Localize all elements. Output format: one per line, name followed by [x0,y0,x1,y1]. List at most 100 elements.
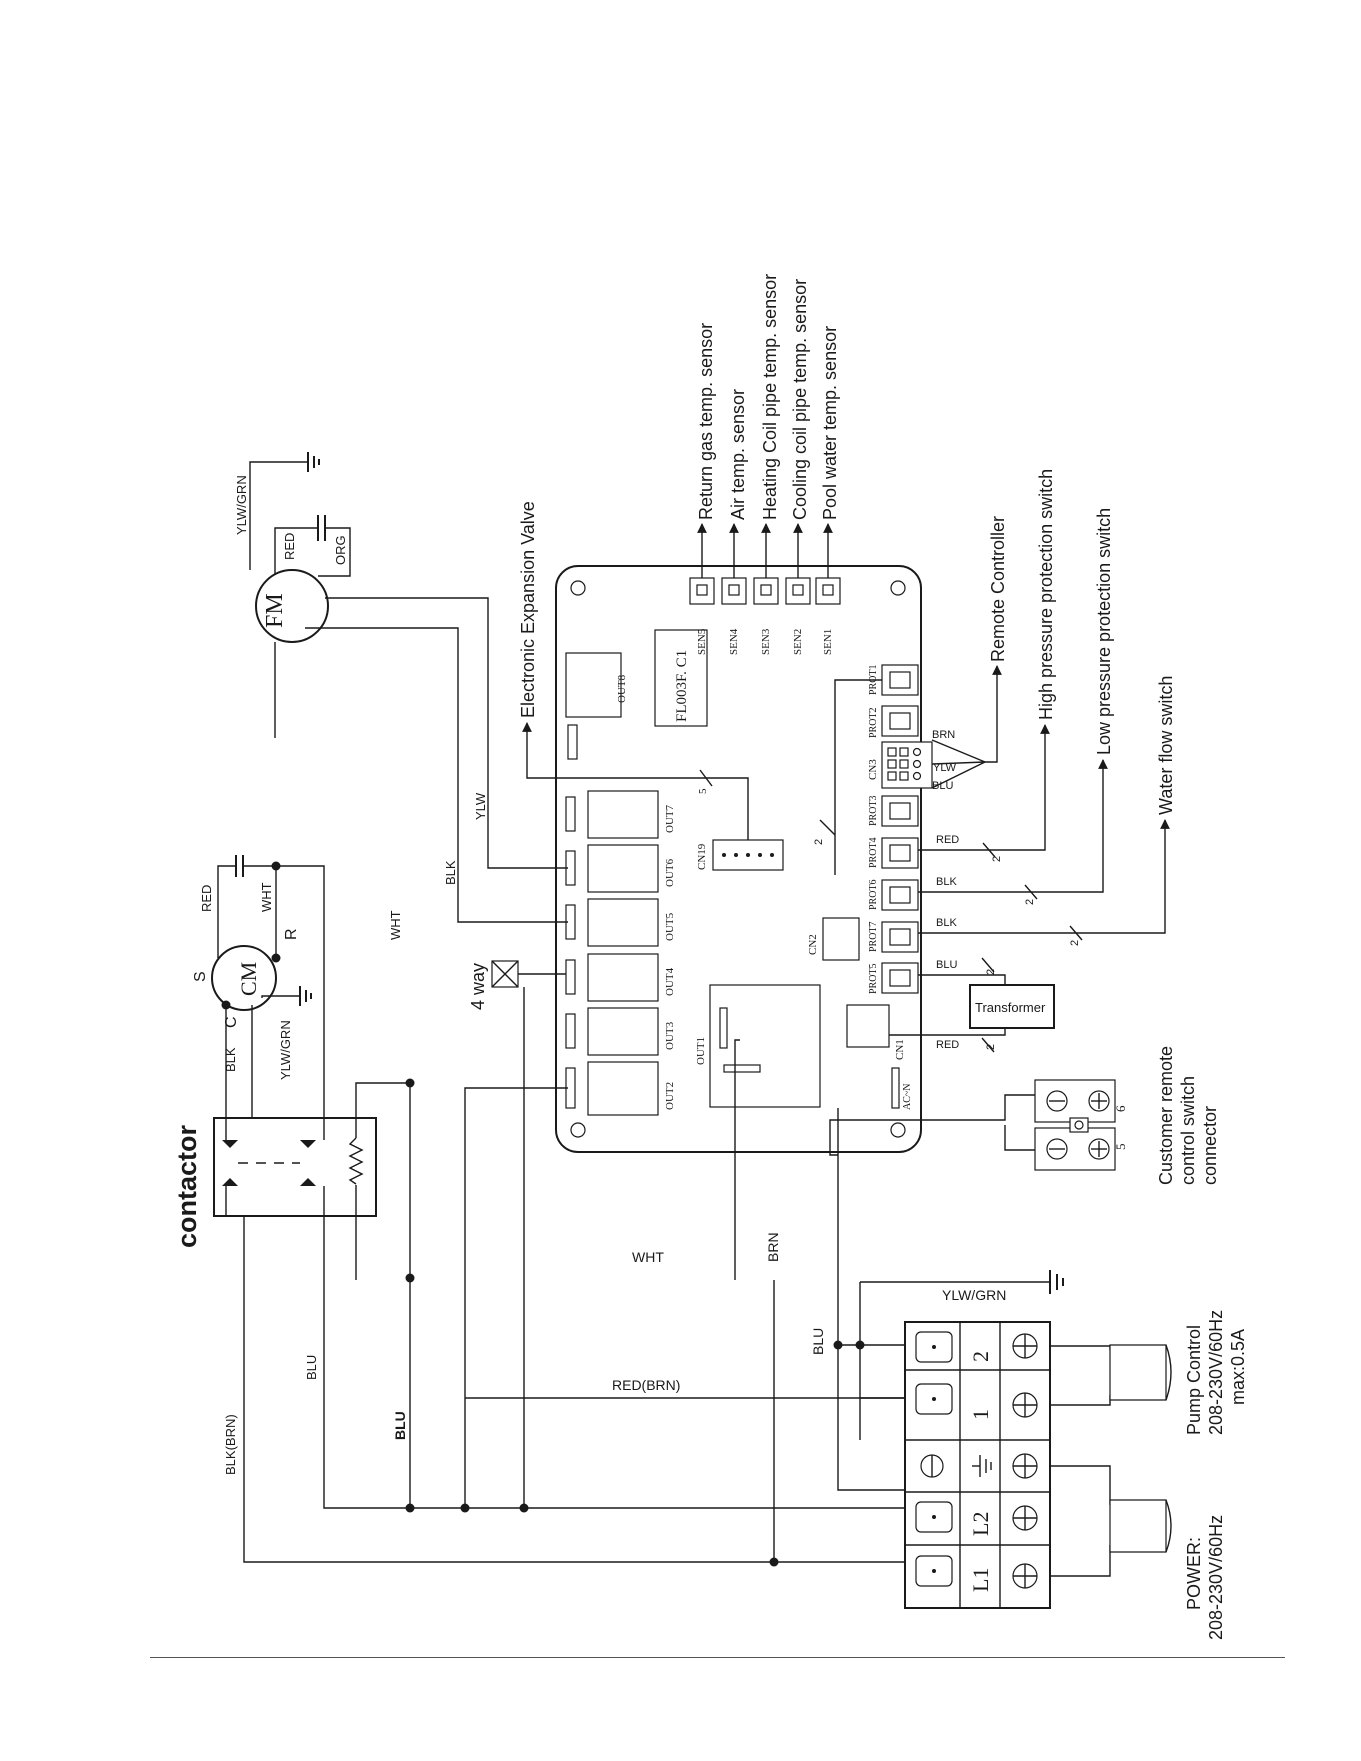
heating-coil-sensor-label: Heating Coil pipe temp. sensor [760,274,780,520]
fan-motor-label: FM [262,593,288,628]
sensor-ports: SEN5 SEN4 SEN3 SEN2 SEN1 [689,577,841,655]
terminal-r-label: R [283,928,300,940]
pump-control-line-2: 208-230V/60Hz [1206,1310,1226,1435]
brn-wire-label: BRN [932,729,955,741]
cm-wht-label: WHT [259,882,274,912]
customer-remote-line-3: connector [1200,1106,1220,1185]
sen2-label: SEN2 [792,629,804,655]
lp-wire-count: 2 [1024,899,1036,905]
blk-lp-wire-label: BLK [936,876,957,888]
fm-red-label: RED [282,533,297,560]
sen4-label: SEN4 [728,628,740,655]
out8-label: OUT8 [616,674,628,703]
contactor-title: contactor [172,1124,202,1248]
wf-wire-count: 2 [1069,940,1081,946]
eev-label: Electronic Expansion Valve [518,501,538,718]
sen1-label: SEN1 [822,629,834,655]
eev-wiring: Electronic Expansion Valve [518,501,749,840]
high-pressure-label: High pressure protection switch [1036,469,1056,720]
prot5-label: PROT5 [868,963,879,994]
out4-label: OUT4 [664,967,676,996]
cm-red-label: RED [199,885,214,912]
terminal-c-label: C [223,1016,240,1028]
power-line-1: POWER: [1184,1537,1204,1610]
red-transformer-wire-label: RED [936,1039,959,1051]
blu-wire-label-2: BLU [392,1411,408,1440]
transformer-label: Transformer [975,1000,1046,1015]
out5-label: OUT5 [664,912,676,941]
wht-wire-label: WHT [388,910,403,940]
pump-control-line-3: max:0.5A [1228,1329,1248,1405]
prot3-label: PROT3 [868,795,879,826]
main-wires: 4 way WHT BRN RED(BRN) BLU YLW/GRN [405,960,1064,1567]
control-board: OUT8 FL003F. C1 OUT7 OUT6 OUT5 OUT4 OUT3… [555,565,933,1153]
out1-label: OUT1 [695,1037,707,1065]
brn-wire-label: BRN [765,1232,781,1262]
pump-control-line-1: Pump Control [1184,1325,1204,1435]
prot6-label: PROT6 [868,879,879,910]
terminal-s-label: S [192,971,209,982]
cn19-label: CN19 [696,843,708,870]
out3-label: OUT3 [664,1021,676,1050]
return-gas-sensor-label: Return gas temp. sensor [696,323,716,520]
prot-loop-count: 2 [813,839,825,845]
cm-blk-label: BLK [223,1047,238,1072]
transformer-secondary-count: 2 [985,1044,997,1050]
air-temp-sensor-label: Air temp. sensor [728,389,748,520]
four-way-label: 4 way [468,963,488,1010]
prot2-label: PROT2 [868,707,879,738]
water-flow-label: Water flow switch [1156,676,1176,815]
cn1-label: CN1 [894,1039,906,1060]
remote-controller-label: Remote Controller [988,516,1008,662]
protection-ports: PROT1 PROT2 PROT3 PROT4 PROT6 PROT7 PROT… [868,664,919,994]
contactor: contactor BLK(BRN) BLU BLU [172,1078,905,1563]
blu-vertical-label: BLU [810,1328,826,1355]
fm-blk-wire-label: BLK [443,860,458,885]
terminal-l1-label: L1 [968,1568,993,1592]
pool-water-sensor-label: Pool water temp. sensor [820,326,840,520]
prot7-label: PROT7 [868,921,879,952]
ac-n-label: AC~N [902,1083,913,1110]
red-hp-wire-label: RED [936,834,959,846]
ylw-cn3-wire-label: YLW [933,762,957,774]
power-line-2: 208-230V/60Hz [1206,1515,1226,1640]
terminal-1-label: 1 [968,1409,993,1420]
fm-ylw-wire-label: YLW [473,792,488,820]
terminal-block: 2 1 L2 L1 Pump Control 208-230V/60Hz max… [904,1310,1248,1640]
fm-ylw-grn-label: YLW/GRN [234,475,249,535]
cn19-wire-count: 5 [697,788,709,794]
out7-label: OUT7 [664,804,676,833]
terminal-2-label: 2 [968,1351,993,1362]
protection-wiring: BRN YLW BLU Remote Controller 2 RED 2 Hi… [813,469,1176,1053]
cooling-coil-sensor-label: Cooling coil pipe temp. sensor [790,279,810,520]
transformer-primary-count: 2 [985,969,997,975]
board-model-label: FL003F. C1 [674,650,690,722]
red-brn-wire-label: RED(BRN) [612,1377,680,1393]
fan-motor: FM YLW/GRN RED ORG YLW BLK [234,452,568,923]
footer-rule [150,1657,1285,1658]
wht-lower-label: WHT [632,1249,664,1265]
compressor-motor: CM S C R RED WHT BLK YLW/GRN WHT [192,855,403,1118]
cm-ylw-grn-label: YLW/GRN [278,1020,293,1080]
out6-label: OUT6 [664,858,676,887]
transformer-box [969,984,1055,1029]
remote-terminal-5: 5 [1113,1144,1128,1151]
blu-transformer-wire-label: BLU [936,959,957,971]
customer-remote-line-2: control switch [1178,1076,1198,1185]
blu-wire-label-1: BLU [304,1355,319,1380]
terminal-ylw-grn-label: YLW/GRN [942,1287,1006,1303]
remote-terminal-6: 6 [1113,1105,1128,1112]
customer-remote-connector: 6 5 Customer remote control switch conne… [829,1046,1220,1185]
cn2-label: CN2 [807,934,819,955]
terminal-l2-label: L2 [968,1512,993,1536]
cn3-label: CN3 [867,759,879,780]
compressor-label: CM [236,962,261,996]
hp-wire-count: 2 [991,856,1003,862]
blu-cn3-wire-label: BLU [932,780,953,792]
sen3-label: SEN3 [760,628,772,655]
prot4-label: PROT4 [868,837,879,868]
customer-remote-line-1: Customer remote [1156,1046,1176,1185]
out2-label: OUT2 [664,1082,676,1110]
